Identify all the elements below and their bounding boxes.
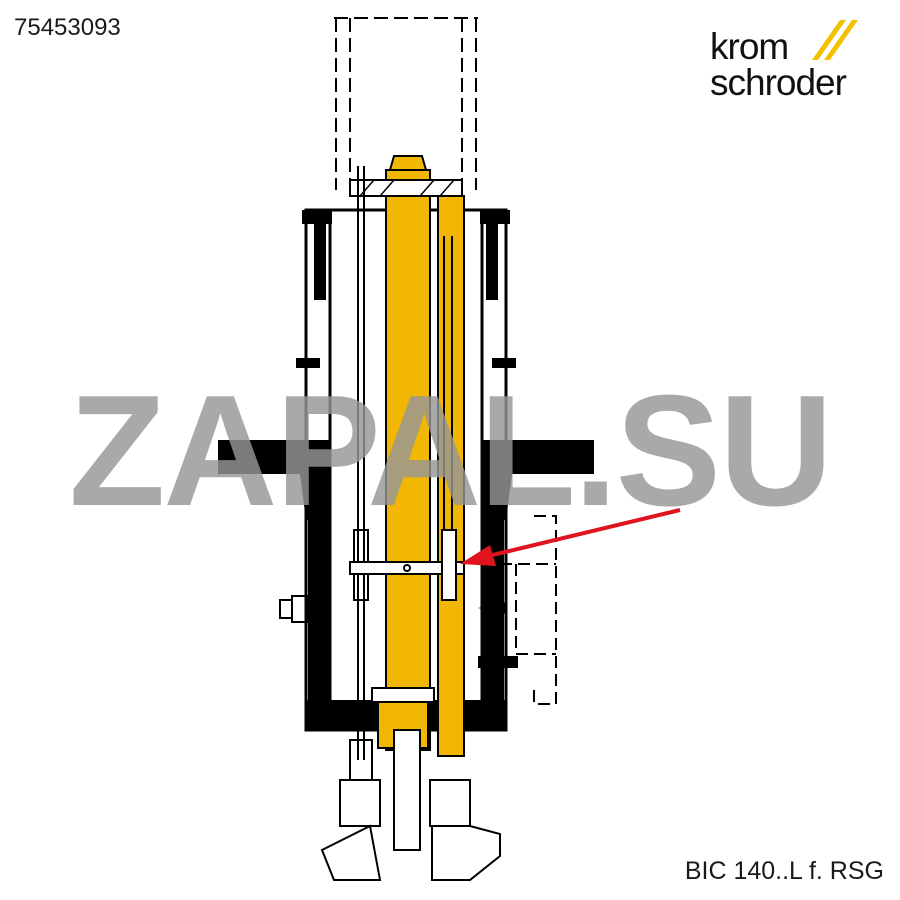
dashed-extension-top bbox=[334, 17, 478, 190]
mounting-flange bbox=[218, 440, 594, 520]
side-fitting-left bbox=[279, 595, 309, 623]
tube-cap bbox=[388, 155, 428, 171]
gas-inlet-stub bbox=[478, 656, 518, 668]
upper-clamp-right bbox=[480, 210, 516, 368]
logo-word-krom: krom bbox=[710, 26, 789, 67]
drawing-caption: BIC 140..L f. RSG bbox=[684, 857, 884, 885]
flow-direction-mark bbox=[478, 602, 506, 614]
top-plate bbox=[349, 179, 463, 197]
red-pointer-arrow bbox=[460, 508, 681, 566]
kromschroder-logo: krom schroder bbox=[700, 18, 890, 108]
holding-bracket bbox=[349, 561, 465, 575]
part-number: 75453093 bbox=[14, 14, 121, 41]
ionisation-electrode bbox=[441, 236, 457, 601]
logo-word-schroder: schroder bbox=[710, 62, 847, 103]
dashed-part-outline bbox=[500, 515, 557, 705]
logo-stripes-icon bbox=[812, 20, 858, 60]
upper-clamp-left bbox=[296, 210, 332, 368]
bottom-connectors bbox=[320, 729, 501, 881]
central-tube-highlight bbox=[385, 169, 431, 751]
